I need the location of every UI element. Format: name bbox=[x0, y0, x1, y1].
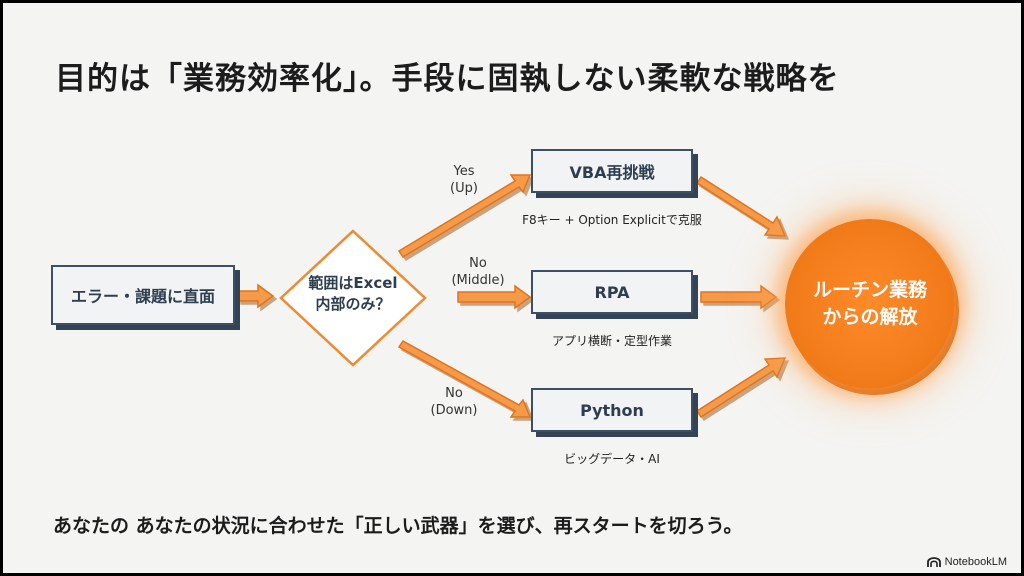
branch-label-middle: No (Middle) bbox=[433, 255, 523, 289]
option-python-box: Python bbox=[531, 388, 693, 432]
arrow-decision-to-rpa bbox=[457, 284, 532, 310]
brand-watermark: NotebookLM bbox=[926, 556, 1007, 568]
decision-label: 範囲はExcel 内部のみ？ bbox=[285, 273, 421, 315]
branch-label-up: Yes (Up) bbox=[419, 163, 509, 197]
branch-up-bottom: (Up) bbox=[450, 181, 478, 196]
goal-line-1: ルーチン業務 bbox=[812, 279, 927, 301]
option-rpa-caption: アプリ横断・定型作業 bbox=[551, 334, 672, 348]
arrow-rpa-to-goal bbox=[700, 284, 778, 310]
branch-down-bottom: (Down) bbox=[430, 403, 478, 418]
branch-up-top: Yes bbox=[453, 164, 475, 179]
decision-line-1: 範囲はExcel bbox=[308, 274, 398, 292]
start-label: エラー・課題に直面 bbox=[70, 287, 215, 306]
branch-label-down: No (Down) bbox=[409, 385, 499, 419]
option-python-caption: ビッグデータ・AI bbox=[564, 452, 660, 466]
option-rpa-box: RPA bbox=[531, 270, 693, 314]
option-vba-label: VBA再挑戦 bbox=[569, 163, 655, 182]
footer-message: あなたの あなたの状況に合わせた「正しい武器」を選び、再スタートを切ろう。 bbox=[53, 515, 743, 537]
start-box: エラー・課題に直面 bbox=[51, 265, 235, 325]
arrow-decision-to-vba bbox=[397, 174, 532, 259]
brand-label: NotebookLM bbox=[944, 556, 1007, 568]
arrow-vba-to-goal bbox=[695, 175, 787, 237]
branch-middle-bottom: (Middle) bbox=[451, 273, 505, 288]
decision-line-2: 内部のみ？ bbox=[315, 295, 391, 313]
flow-arrows bbox=[237, 174, 787, 419]
page-title: 目的は「業務効率化」。手段に固執しない柔軟な戦略を bbox=[55, 61, 840, 97]
goal-line-2: からの解放 bbox=[822, 306, 918, 328]
decision-diamond bbox=[279, 229, 427, 367]
arrow-decision-to-python bbox=[397, 340, 532, 418]
branch-down-top: No bbox=[445, 386, 463, 401]
goal-circle: ルーチン業務 からの解放 bbox=[785, 219, 955, 389]
option-python-label: Python bbox=[580, 400, 644, 420]
option-vba-caption: F8キー + Option Explicitで克服 bbox=[522, 213, 702, 227]
branch-middle-top: No bbox=[469, 256, 487, 271]
arrow-start-to-decision bbox=[237, 283, 275, 309]
arrow-python-to-goal bbox=[695, 357, 787, 419]
option-vba-box: VBA再挑戦 bbox=[531, 149, 693, 193]
notebooklm-logo-icon bbox=[926, 556, 941, 567]
slide: 目的は「業務効率化」。手段に固執しない柔軟な戦略を エラー・課題に直面 範囲はE… bbox=[3, 3, 1021, 573]
option-rpa-label: RPA bbox=[594, 282, 630, 302]
